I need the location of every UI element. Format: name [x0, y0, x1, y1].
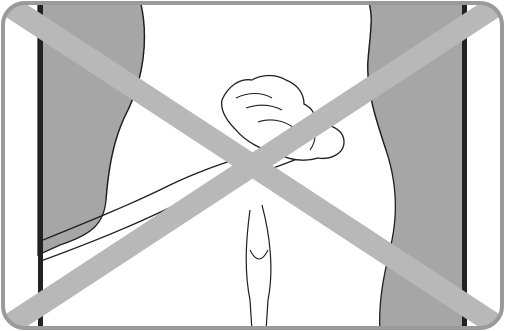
left-dark-bar [38, 0, 43, 331]
right-dark-bar [462, 0, 467, 331]
